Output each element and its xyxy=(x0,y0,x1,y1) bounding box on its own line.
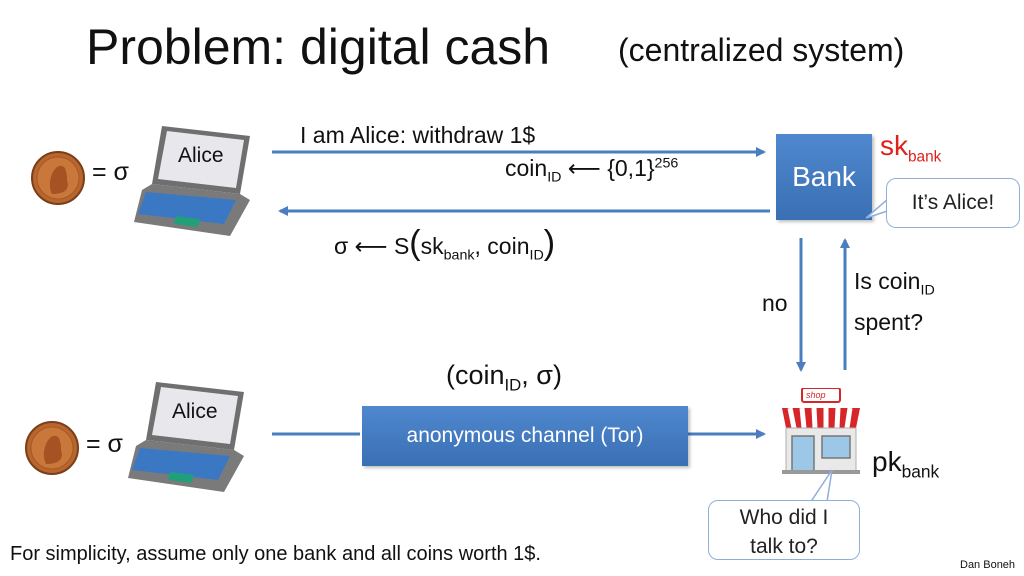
anonymous-channel-box: anonymous channel (Tor) xyxy=(362,406,688,466)
author-credit: Dan Boneh xyxy=(960,559,1016,571)
bank-secret-key: skbank xyxy=(880,130,942,166)
withdraw-message: I am Alice: withdraw 1$ xyxy=(300,122,536,148)
coin-sigma-pair: (coinID, σ) xyxy=(446,360,562,395)
answer-no: no xyxy=(762,290,788,316)
top-laptop-label: Alice xyxy=(178,144,224,167)
page-title: Problem: digital cash xyxy=(86,19,551,75)
laptop-icon xyxy=(128,382,244,492)
shop-icon xyxy=(782,388,860,474)
bank-public-key: pkbank xyxy=(872,446,940,482)
bank-callout: It’s Alice! xyxy=(886,178,1020,228)
footnote: For simplicity, assume only one bank and… xyxy=(10,543,541,565)
bank-box: Bank xyxy=(776,134,872,220)
top-coin-equals-sigma: = σ xyxy=(92,158,129,186)
bottom-laptop-label: Alice xyxy=(172,400,218,423)
coin-id-generation: coinID ⟵ {0,1}256 xyxy=(505,155,679,186)
shop-callout: Who did I talk to? xyxy=(708,500,860,560)
signature-formula: σ ⟵ S(skbank, coinID) xyxy=(334,224,556,264)
bottom-coin-equals-sigma: = σ xyxy=(86,430,123,458)
penny-icon xyxy=(25,421,79,475)
penny-icon xyxy=(31,151,85,205)
page-subtitle: (centralized system) xyxy=(618,32,905,68)
laptop-icon xyxy=(134,126,250,236)
shop-sign: shop xyxy=(806,390,826,400)
